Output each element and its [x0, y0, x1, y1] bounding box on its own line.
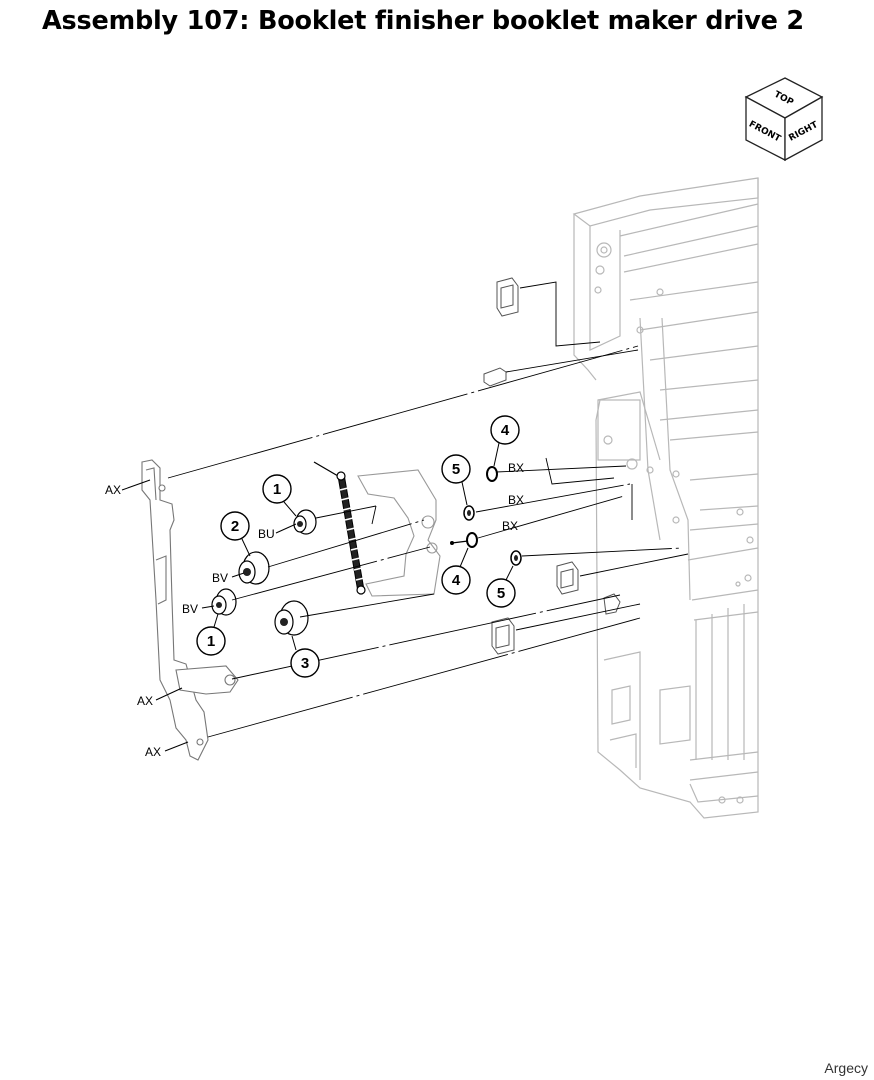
callout-1-bottom [196, 626, 226, 656]
alignment-lines [167, 345, 689, 738]
left-side-plate [141, 459, 239, 761]
leader-lines [371, 281, 639, 525]
bushing-5-bottom [510, 550, 522, 566]
roller-3 [274, 600, 309, 636]
ref-label-bx: BX [508, 461, 524, 475]
callout-4-top [490, 415, 520, 445]
page-title: Assembly 107: Booklet finisher booklet m… [42, 6, 804, 36]
callout-number: 1 [273, 481, 281, 498]
small-clips [483, 277, 621, 655]
ref-label-bv: BV [182, 602, 198, 616]
e-ring-4-top [486, 466, 498, 482]
pulley-bracket [357, 469, 441, 597]
e-ring-4-bottom [450, 532, 478, 548]
pulley-1-top [293, 509, 317, 535]
callout-number: 1 [207, 633, 215, 650]
callout-5-top [441, 454, 471, 484]
callout-number: 5 [497, 585, 505, 602]
drive-spring [313, 461, 366, 595]
ref-label-ax: AX [105, 483, 121, 497]
callout-number: 4 [501, 422, 510, 439]
ref-label-ax: AX [145, 745, 161, 759]
ref-label-bv: BV [212, 571, 228, 585]
callout-number: 2 [231, 518, 239, 535]
gear-2 [238, 551, 270, 585]
callout-number: 4 [452, 572, 461, 589]
ref-label-ax: AX [137, 694, 153, 708]
ref-label-bx: BX [502, 519, 518, 533]
watermark: Argecy [824, 1060, 868, 1076]
pulley-1-bottom [211, 588, 237, 616]
bushing-5-top [463, 505, 475, 521]
callout-4-bottom [441, 565, 471, 595]
callout-2 [220, 511, 250, 541]
orientation-cube: TOP FRONT RIGHT [744, 77, 824, 162]
callout-leaders [121, 442, 514, 752]
callout-1-top [262, 474, 292, 504]
callout-5-bottom [486, 578, 516, 608]
ref-label-bx: BX [508, 493, 524, 507]
ref-label-bu: BU [258, 527, 275, 541]
callout-circles [196, 415, 520, 678]
callout-number: 5 [452, 461, 460, 478]
finisher-frame [572, 177, 759, 819]
callout-3 [290, 648, 320, 678]
callout-number: 3 [301, 655, 309, 672]
